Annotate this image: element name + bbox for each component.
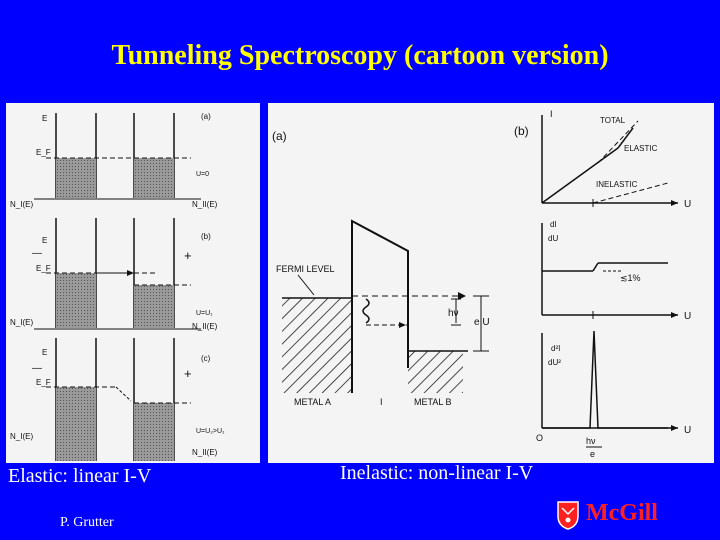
panel-b-energy-label: E [42,236,47,245]
eu-label: e U [474,317,490,328]
metal-b-label: METAL B [414,397,452,407]
mcgill-logo-text: McGill [586,500,658,526]
panel-c-dos-right: N_II(E) [192,448,218,457]
d2idu2-plot: d²I dU² U O hν e [536,330,691,459]
panel-b: (b) E — E_F + U=U₁ N_I(E) N_II(E) [10,218,218,331]
panel-c-energy-label: E [42,348,47,357]
metal-a-label: METAL A [294,397,331,407]
origin-label: O [536,433,543,443]
tag-a: (a) [272,129,287,143]
slide-title: Tunneling Spectroscopy (cartoon version) [111,40,609,71]
inelastic-caption: Inelastic: non-linear I-V [340,462,534,484]
panel-b-bias: U=U₁ [196,310,213,317]
elastic-diagram: (a) E E_F U=0 N_I(E) N_II(E) (b) E — E_F… [10,112,225,461]
panel-b-dos-left: N_I(E) [10,318,33,327]
iv-total-label: TOTAL [600,116,626,125]
fermi-level-label: FERMI LEVEL [276,264,335,274]
elastic-caption: Elastic: linear I-V [8,465,152,487]
didu-step-label: ≲1% [620,273,641,283]
iv-ylabel: I [550,109,553,119]
panel-b-dos-right: N_II(E) [192,322,218,331]
mcgill-logo: McGill [556,500,674,532]
panel-a-tag: (a) [201,112,211,121]
tag-b: (b) [514,124,529,138]
didu-xlabel: U [684,311,691,322]
inelastic-tunneling-figure: (a) hν e U FERMI LEVEL METAL A I METAL B… [268,103,714,463]
d2idu2-xlabel: U [684,425,691,436]
panel-c: (c) E — E_F + U=U₂>U₁ N_I(E) N_II(E) [10,338,225,461]
iv-xlabel: U [684,199,691,210]
didu-ylabel-bottom: dU [548,234,558,243]
h-nu-label: hν [448,308,459,319]
panel-b-tag: (b) [201,232,211,241]
energy-band-diagram: (a) hν e U FERMI LEVEL METAL A I METAL B [272,129,490,407]
crest-icon [557,501,579,530]
didu-plot: dI dU U ≲1% [541,220,691,322]
inelastic-diagram: (a) hν e U FERMI LEVEL METAL A I METAL B… [272,109,691,459]
panel-c-tag: (c) [201,354,211,363]
panel-c-fermi-label: E_F [36,378,51,387]
iv-plot: (b) I U TOTAL ELASTIC INELASTIC [514,109,691,210]
panel-a-dos-right: N_II(E) [192,200,218,209]
iv-inelastic-label: INELASTIC [596,180,638,189]
panel-a-energy-label: E [42,114,47,123]
panel-a-fermi-label: E_F [36,148,51,157]
panel-a-dos-left: N_I(E) [10,200,33,209]
d2idu2-ylabel-bottom: dU² [548,358,561,367]
panel-b-minus: — [32,248,42,259]
peak-label-top: hν [586,436,596,446]
author-name: P. Grutter [60,515,114,530]
iv-elastic-label: ELASTIC [624,144,658,153]
panel-b-plus: + [184,248,192,263]
d2idu2-ylabel-top: d²I [551,344,560,353]
panel-c-dos-left: N_I(E) [10,432,33,441]
panel-a-bias: U=0 [196,171,209,178]
elastic-tunneling-figure: (a) E E_F U=0 N_I(E) N_II(E) (b) E — E_F… [6,103,260,463]
didu-ylabel-top: dI [550,220,557,229]
panel-a: (a) E E_F U=0 N_I(E) N_II(E) [10,112,218,209]
insulator-label: I [380,397,383,407]
panel-c-minus: — [32,363,42,374]
panel-b-fermi-label: E_F [36,264,51,273]
peak-label-bottom: e [590,449,595,459]
panel-c-plus: + [184,366,192,381]
panel-c-bias: U=U₂>U₁ [196,428,225,435]
